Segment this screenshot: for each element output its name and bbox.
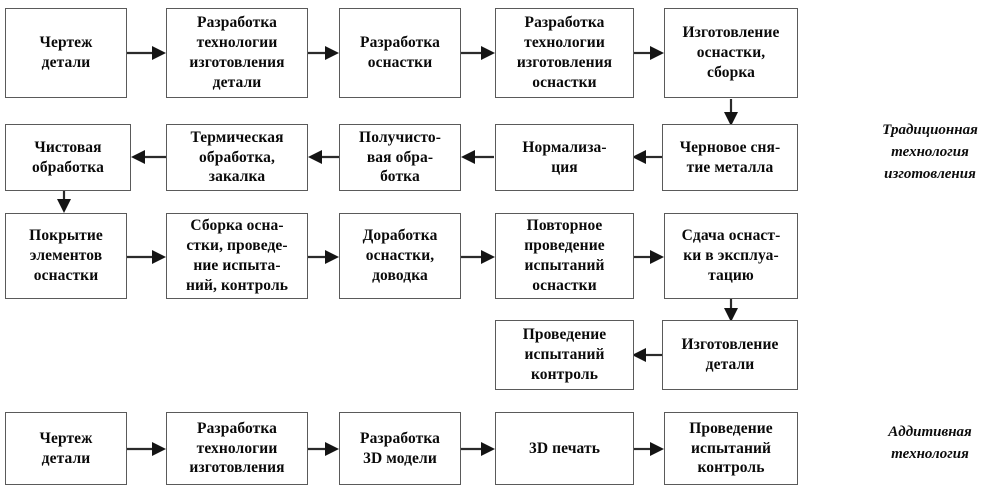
- node-dorabotka-osnastki-dovodka[interactable]: Доработка оснастки, доводка: [339, 213, 461, 299]
- node-chertezh-detali-2[interactable]: Чертеж детали: [5, 412, 127, 485]
- edge-n4-n5: [634, 46, 664, 60]
- node-normalizaciya[interactable]: Нормализа- ция: [495, 124, 634, 191]
- edge-n5-n10: [724, 99, 738, 126]
- edge-n6-n11: [57, 191, 71, 213]
- edge-n12-n13: [308, 250, 339, 264]
- node-razrabotka-osnastki[interactable]: Разработка оснастки: [339, 8, 461, 98]
- node-izgotovlenie-osnastki-sborka[interactable]: Изготовление оснастки, сборка: [664, 8, 798, 98]
- node-provedenie-ispytanij-kontrol-2[interactable]: Проведение испытаний контроль: [664, 412, 798, 485]
- node-razrabotka-3d-modeli[interactable]: Разработка 3D модели: [339, 412, 461, 485]
- edge-n2-n3: [308, 46, 339, 60]
- node-razrabotka-tehnologii-osnastki[interactable]: Разработка технологии изготовления оснас…: [495, 8, 634, 98]
- edge-n20-n21: [461, 442, 495, 456]
- edge-n19-n20: [308, 442, 339, 456]
- node-razrabotka-tehnologii-detali[interactable]: Разработка технологии изготовления детал…: [166, 8, 308, 98]
- node-termicheskaya-obrabotka-zakalka[interactable]: Термическая обработка, закалка: [166, 124, 308, 191]
- edge-n1-n2: [127, 46, 166, 60]
- node-chertezh-detali-1[interactable]: Чертеж детали: [5, 8, 127, 98]
- node-povtornoe-provedenie-ispytanij[interactable]: Повторное проведение испытаний оснастки: [495, 213, 634, 299]
- edge-n11-n12: [127, 250, 166, 264]
- node-sdacha-osnastki-v-ekspluataciyu[interactable]: Сдача оснаст- ки в эксплуа- тацию: [664, 213, 798, 299]
- edge-n17-n16: [632, 348, 662, 362]
- edge-n18-n19: [127, 442, 166, 456]
- node-chernovoe-snyatie-metalla[interactable]: Черновое сня- тие металла: [662, 124, 798, 191]
- node-izgotovlenie-detali[interactable]: Изготовление детали: [662, 320, 798, 390]
- edge-n14-n15: [634, 250, 664, 264]
- edge-n21-n22: [634, 442, 664, 456]
- node-sborka-osnastki-ispytaniya[interactable]: Сборка осна- стки, проведе- ние испыта- …: [166, 213, 308, 299]
- node-poluchistovaya-obrabotka[interactable]: Получисто- вая обра- ботка: [339, 124, 461, 191]
- node-pokrytie-elementov-osnastki[interactable]: Покрытие элементов оснастки: [5, 213, 127, 299]
- node-3d-pechat[interactable]: 3D печать: [495, 412, 634, 485]
- edge-n8-n7: [308, 150, 339, 164]
- label-additive-technology: Аддитивная технология: [888, 424, 972, 462]
- edge-n3-n4: [461, 46, 495, 60]
- node-chistovaya-obrabotka[interactable]: Чистовая обработка: [5, 124, 131, 191]
- edge-n10-n9: [632, 150, 662, 164]
- edge-n13-n14: [461, 250, 495, 264]
- node-provedenie-ispytanij-kontrol-1[interactable]: Проведение испытаний контроль: [495, 320, 634, 390]
- node-razrabotka-tehnologii-izgotovleniya[interactable]: Разработка технологии изготовления: [166, 412, 308, 485]
- edge-n9-n8: [461, 150, 494, 164]
- edge-n7-n6: [131, 150, 166, 164]
- edge-n15-n17: [724, 299, 738, 322]
- label-traditional-technology: Традиционная технология изготовления: [882, 122, 978, 182]
